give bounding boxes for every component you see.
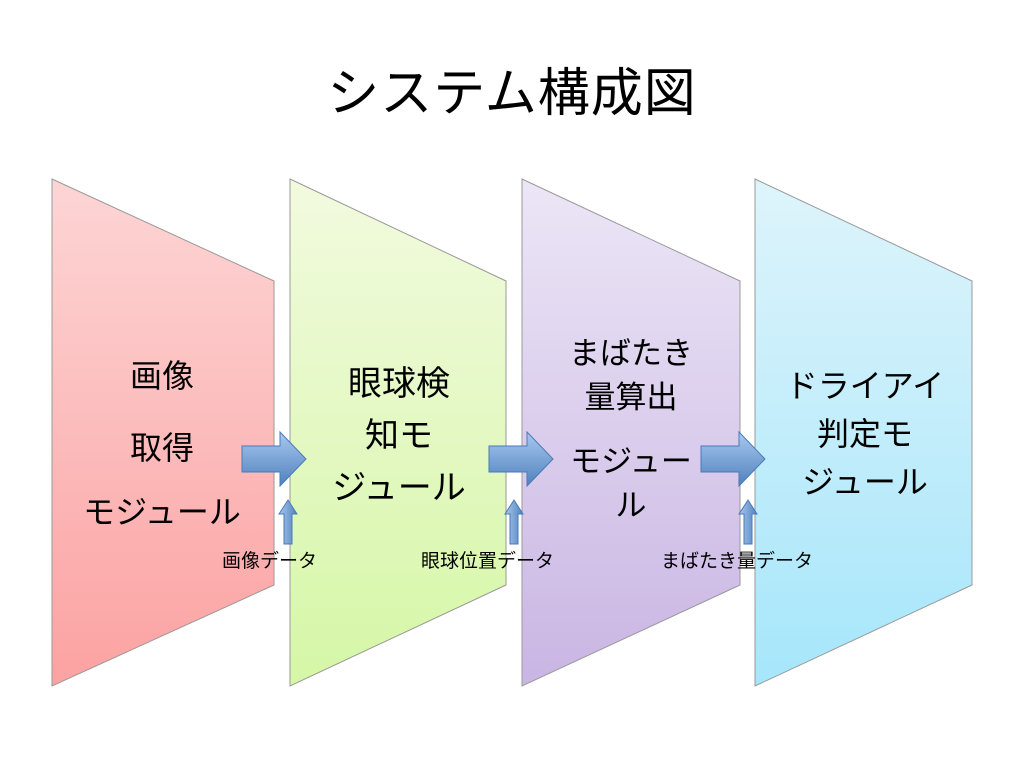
module-2-line-3: ジュール — [332, 468, 466, 508]
module-2-line-2: 知モ — [365, 416, 433, 456]
module-3-label: まばたき 量算出 モジュー ル — [534, 332, 728, 528]
module-4-line-1: ドライアイ — [785, 367, 945, 405]
module-3-line-1: まばたき — [569, 336, 693, 372]
module-3-line-3: モジュー — [570, 444, 692, 480]
data-label-blink-amount: まばたき量データ — [661, 550, 814, 572]
module-4-label: ドライアイ 判定モ ジュール — [770, 362, 960, 506]
module-1-line-3: モジュール — [83, 493, 241, 531]
right-arrow-icon — [700, 430, 766, 488]
up-arrow-icon — [278, 499, 298, 545]
up-arrow-icon — [504, 499, 524, 545]
module-2-label: 眼球検 知モ ジュール — [304, 358, 494, 514]
module-1-line-1: 画像 — [129, 357, 194, 395]
slide-title: システム構成図 — [327, 64, 697, 124]
right-arrow-icon — [241, 430, 307, 488]
up-arrow-icon — [738, 499, 758, 545]
module-panel-4 — [754, 178, 973, 687]
data-label-image: 画像データ — [222, 550, 318, 572]
data-label-eye-position: 眼球位置データ — [421, 550, 555, 572]
module-4-line-2: 判定モ — [816, 415, 913, 453]
module-1-label: 画像 取得 モジュール — [62, 350, 262, 538]
module-panel-1 — [51, 178, 275, 687]
module-1-line-2: 取得 — [129, 429, 194, 467]
module-4-line-3: ジュール — [802, 463, 928, 501]
module-panel-3 — [521, 178, 741, 687]
module-3-line-2: 量算出 — [584, 380, 678, 416]
right-arrow-icon — [488, 430, 554, 488]
module-2-line-1: 眼球検 — [348, 364, 450, 404]
module-3-line-4: ル — [615, 488, 647, 524]
